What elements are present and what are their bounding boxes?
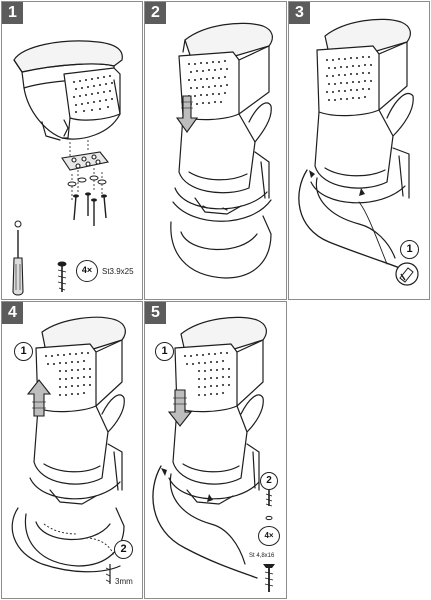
step-number-badge: 3: [289, 2, 310, 24]
callout-number-badge: 2: [260, 472, 278, 490]
drill-depth-label: 3mm: [115, 577, 133, 586]
screw-spec-label: St 4,8x16: [249, 553, 275, 559]
armrest-fasten-illustration: [152, 316, 275, 592]
mounting-bracket: [61, 151, 109, 171]
screw-icon: [57, 261, 67, 292]
step-number-badge: 2: [145, 2, 166, 24]
drill-bit-icon: [105, 564, 111, 584]
armrest-exploded-illustration: [12, 40, 123, 296]
callout-number-badge: 2: [114, 540, 133, 559]
panel-4: 4 1 2 3mm: [1, 301, 143, 599]
screw-spec-label: St3.9x25: [102, 267, 134, 276]
screwdriver-icon: [12, 220, 24, 296]
panel-2: 2: [144, 1, 287, 300]
arrow-down-icon: [175, 95, 199, 133]
dot-pattern: [73, 75, 113, 113]
cut-tool-icon: [395, 262, 419, 286]
arrow-down-icon: [167, 389, 193, 427]
panel-3: 3 1: [288, 1, 430, 300]
screw-count-badge: 4×: [76, 260, 98, 282]
callout-number-badge: 1: [14, 342, 33, 361]
arrow-up-icon: [26, 379, 52, 417]
armrest-lift-illustration: [11, 316, 126, 584]
screw-count-badge: 4×: [258, 526, 280, 546]
panel-1: 1 4× St3.9x25: [1, 1, 143, 300]
armrest-lid-open-illustration: [298, 18, 419, 286]
callout-number-badge: 1: [155, 342, 174, 361]
screws-group: [73, 194, 107, 226]
step-number-badge: 5: [145, 302, 166, 324]
step-number-badge: 1: [2, 2, 23, 24]
step-number-badge: 4: [2, 302, 23, 324]
screw-count: 4×: [81, 265, 93, 275]
panel-5: 5 1 2 4× St 4,8x16: [144, 301, 287, 599]
callout-number-badge: 1: [400, 240, 419, 259]
armrest-press-down-illustration: [170, 22, 273, 279]
